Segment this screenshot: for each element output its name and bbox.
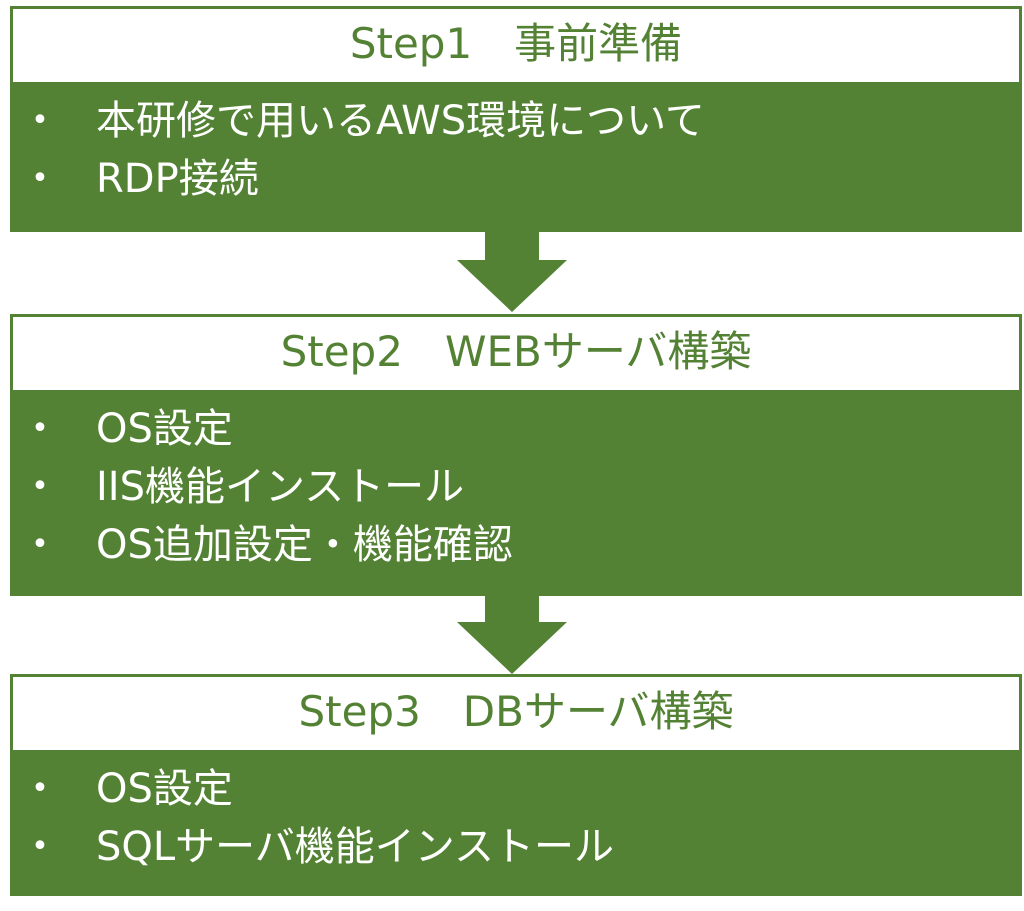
list-item: • OS追加設定・機能確認 — [10, 516, 1022, 574]
step2-body: • OS設定 • IIS機能インストール • OS追加設定・機能確認 — [10, 390, 1022, 596]
list-item: • SQLサーバ機能インストール — [10, 818, 1022, 876]
step3-item-1: OS設定 — [96, 766, 233, 812]
step3-body: • OS設定 • SQLサーバ機能インストール — [10, 750, 1022, 896]
bullet-icon: • — [31, 527, 49, 562]
step2-item-3: OS追加設定・機能確認 — [96, 522, 513, 568]
list-item: • OS設定 — [10, 760, 1022, 818]
step3-title: Step3 DBサーバ構築 — [10, 674, 1022, 750]
bullet-icon: • — [31, 411, 49, 446]
list-item: • OS設定 — [10, 400, 1022, 458]
step1-item-1: 本研修で用いるAWS環境について — [96, 98, 705, 144]
bullet-icon: • — [31, 829, 49, 864]
step3-item-2: SQLサーバ機能インストール — [96, 824, 614, 870]
list-item: • IIS機能インストール — [10, 458, 1022, 516]
step2-item-2: IIS機能インストール — [96, 464, 465, 510]
step1-body: • 本研修で用いるAWS環境について • RDP接続 — [10, 82, 1022, 232]
bullet-icon: • — [31, 469, 49, 504]
down-arrow-icon — [0, 232, 1024, 312]
step2-title: Step2 WEBサーバ構築 — [10, 314, 1022, 390]
step1-item-2: RDP接続 — [96, 156, 259, 202]
step1-title: Step1 事前準備 — [10, 6, 1022, 82]
list-item: • 本研修で用いるAWS環境について — [10, 92, 1022, 150]
list-item: • RDP接続 — [10, 150, 1022, 208]
down-arrow-icon — [0, 596, 1024, 674]
bullet-icon: • — [31, 161, 49, 196]
bullet-icon: • — [31, 771, 49, 806]
step2-item-1: OS設定 — [96, 406, 233, 452]
bullet-icon: • — [31, 103, 49, 138]
